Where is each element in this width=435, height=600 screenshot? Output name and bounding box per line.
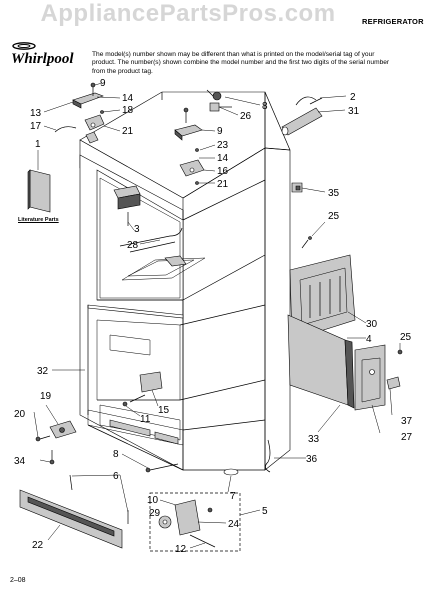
callout-label: 25 bbox=[328, 211, 340, 222]
callout-label: 12 bbox=[175, 544, 187, 555]
part-air-tower bbox=[119, 227, 187, 267]
part-toe-grille bbox=[19, 474, 129, 549]
callout-label: 21 bbox=[122, 126, 134, 137]
callout-label: 34 bbox=[14, 456, 26, 467]
watermark: AppliancePartsPros.com bbox=[40, 0, 336, 27]
callout-label: 6 bbox=[113, 471, 119, 482]
callout-label: 32 bbox=[37, 366, 49, 377]
part-screw bbox=[145, 463, 179, 473]
part-water-tube bbox=[281, 96, 323, 136]
callout-label: 26 bbox=[240, 111, 252, 122]
page-category: REFRIGERATOR bbox=[362, 17, 424, 26]
part-clip bbox=[291, 182, 303, 193]
callout-labels: 9 14 18 13 17 21 1 8 26 2 31 9 23 14 16 … bbox=[14, 78, 413, 555]
callout-label: 14 bbox=[217, 153, 229, 164]
leader-lines bbox=[33, 82, 401, 549]
callout-label: 9 bbox=[100, 78, 106, 89]
callout-label: 22 bbox=[32, 540, 44, 551]
part-freezer-bracket bbox=[122, 371, 163, 407]
callout-label: 29 bbox=[149, 508, 161, 519]
brand-name: Whirlpool bbox=[11, 51, 74, 67]
callout-label: 27 bbox=[401, 432, 413, 443]
callout-label: 4 bbox=[366, 334, 372, 345]
model-number-note: The model(s) number shown may be differe… bbox=[92, 51, 390, 75]
callout-label: 17 bbox=[30, 121, 42, 132]
callout-label: 11 bbox=[140, 414, 151, 425]
callout-label: 5 bbox=[262, 506, 268, 517]
callout-label: 7 bbox=[230, 491, 236, 502]
part-left-hinge-top bbox=[54, 82, 105, 144]
part-defrost-timer bbox=[149, 492, 241, 552]
callout-label: 14 bbox=[122, 93, 134, 104]
callout-label: 33 bbox=[308, 434, 320, 445]
callout-label: 16 bbox=[217, 166, 229, 177]
callout-label: 25 bbox=[400, 332, 412, 343]
callout-label: 30 bbox=[366, 319, 378, 330]
callout-label: 35 bbox=[328, 188, 340, 199]
callout-label: 20 bbox=[14, 409, 26, 420]
callout-label: 13 bbox=[30, 108, 42, 119]
callout-label: 21 bbox=[217, 179, 229, 190]
callout-label: 19 bbox=[40, 391, 52, 402]
page-footer: 2–08 bbox=[10, 577, 26, 584]
part-mounting-bracket bbox=[354, 344, 403, 411]
literature-parts-label: Literature Parts bbox=[18, 217, 59, 223]
callout-label: 18 bbox=[122, 105, 134, 116]
callout-label: 1 bbox=[35, 139, 41, 150]
callout-label: 36 bbox=[306, 454, 318, 465]
part-literature bbox=[27, 169, 51, 213]
callout-label: 24 bbox=[228, 519, 240, 530]
callout-label: 31 bbox=[348, 106, 360, 117]
whirlpool-logo: Whirlpool bbox=[11, 41, 91, 76]
callout-label: 8 bbox=[262, 101, 268, 112]
part-drain-tube bbox=[223, 439, 271, 476]
part-left-hinge-bottom bbox=[35, 420, 77, 465]
part-compressor-cover bbox=[287, 314, 355, 409]
callout-label: 9 bbox=[217, 126, 223, 137]
cabinet-shell bbox=[79, 91, 291, 471]
callout-label: 3 bbox=[134, 224, 140, 235]
callout-label: 2 bbox=[350, 92, 356, 103]
callout-label: 28 bbox=[127, 240, 139, 251]
callout-label: 37 bbox=[401, 416, 413, 427]
part-control-box bbox=[113, 185, 141, 226]
callout-label: 8 bbox=[113, 449, 119, 460]
callout-label: 15 bbox=[158, 405, 170, 416]
callout-label: 10 bbox=[147, 495, 159, 506]
callout-label: 23 bbox=[217, 140, 229, 151]
